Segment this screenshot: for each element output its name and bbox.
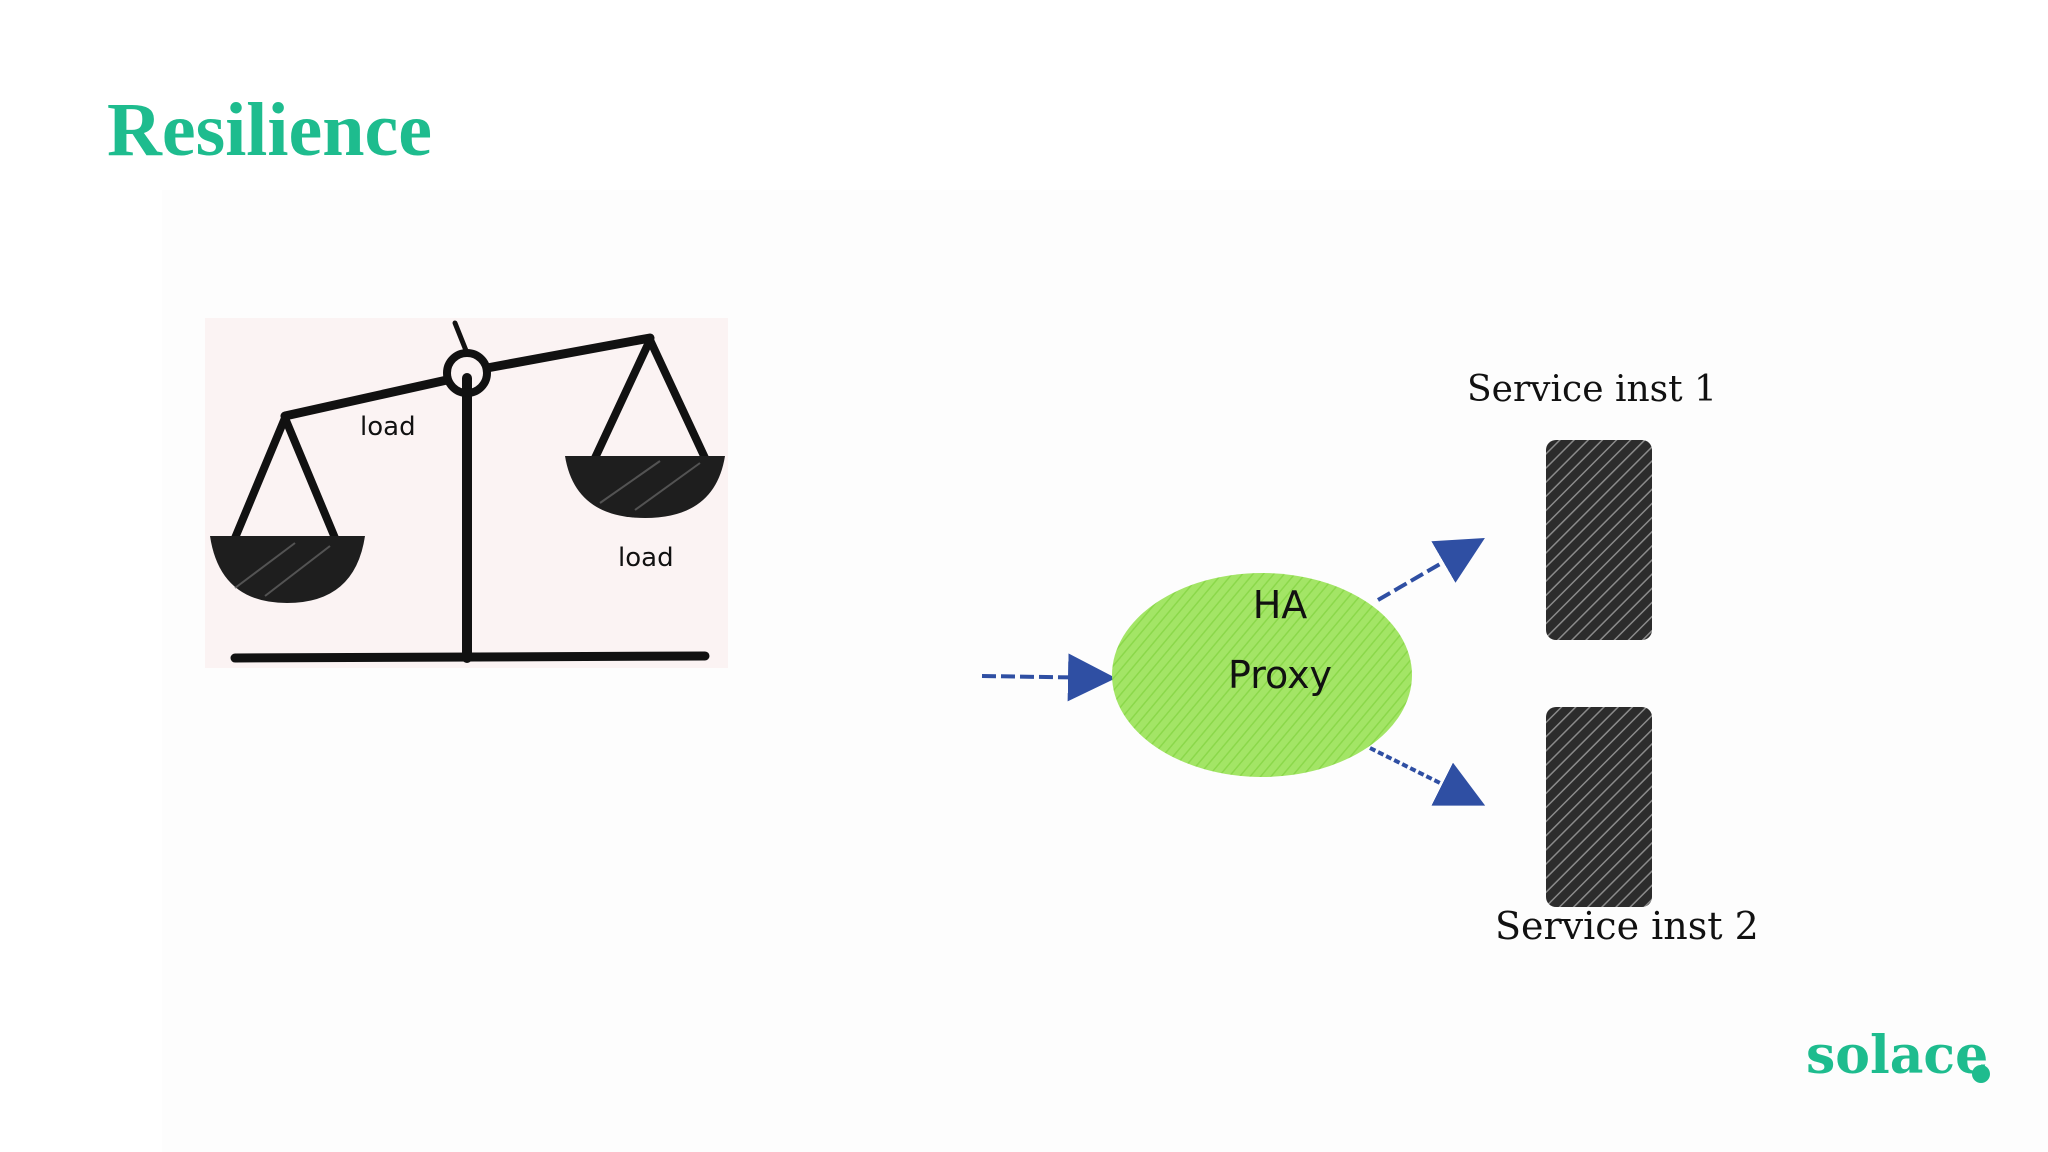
balance-scale-icon	[205, 318, 728, 668]
left-pan-label: load	[360, 412, 416, 442]
service-instance-2-box	[1546, 707, 1652, 907]
ha-proxy-label: HA Proxy	[1180, 570, 1380, 710]
incoming-arrow	[981, 653, 1116, 702]
ha-proxy-node	[1112, 573, 1412, 777]
balance-scale-illustration	[205, 318, 728, 668]
ha-proxy-diagram: HA Proxy Service inst 1 Service inst 2	[970, 350, 1759, 970]
service-instance-1-box	[1546, 440, 1652, 640]
ha-proxy-line-1: HA	[1252, 583, 1308, 627]
service-instance-2-label: Service inst 2	[1495, 904, 1759, 948]
slide-title: Resilience	[107, 88, 433, 172]
right-pan-label: load	[618, 543, 674, 573]
arrow-to-instance-1	[1376, 537, 1485, 602]
solace-logo: solace	[1806, 1025, 1989, 1086]
arrow-to-instance-2	[1369, 746, 1486, 806]
solace-logo-dot	[1972, 1065, 1990, 1083]
service-instance-1-label: Service inst 1	[1467, 369, 1717, 410]
ha-proxy-line-2: Proxy	[1227, 653, 1333, 697]
